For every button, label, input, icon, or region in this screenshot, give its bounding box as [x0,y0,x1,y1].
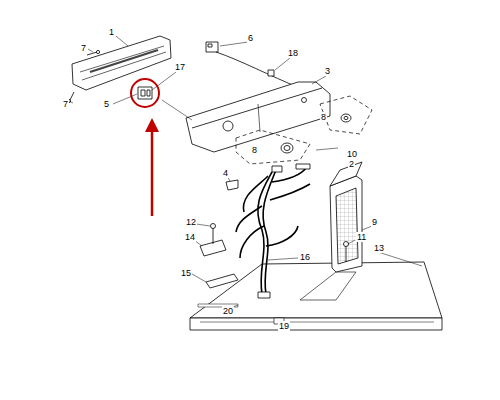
callout-number: 16 [299,252,311,262]
callout-number: 17 [174,62,186,72]
callout-number: 14 [184,232,196,242]
clip [226,180,238,190]
callout-number: 2 [348,159,355,169]
callout-number: 8 [251,145,258,155]
callout-number: 20 [222,306,234,316]
callout-number: 1 [108,27,115,37]
clip [268,70,274,76]
wire-harness [236,168,310,294]
connector [206,42,218,52]
highlight-circle [131,79,159,107]
callout-number: 6 [247,33,254,43]
top-panel [190,262,442,318]
callout-number: 11 [356,232,367,242]
callout-number: 18 [287,48,299,58]
callout-number: 3 [324,66,331,76]
callout-number: 8 [320,112,327,122]
bracket [206,274,238,288]
lint-filter [330,176,362,272]
callout-number: 12 [185,217,197,227]
highlight-arrow [151,130,154,216]
callout-number: 19 [278,321,290,331]
arrow-head [145,118,159,132]
switch [138,87,152,99]
callout-number: 13 [373,243,385,253]
console-trim [72,36,171,90]
callout-number: 5 [103,99,110,109]
callout-number: 15 [180,268,192,278]
callout-number: 9 [371,217,378,227]
callout-number: 7 [80,43,87,53]
callout-number: 10 [346,149,358,159]
callout-number: 7 [62,99,69,109]
console-panel [186,82,330,152]
callout-number: 4 [222,168,229,178]
